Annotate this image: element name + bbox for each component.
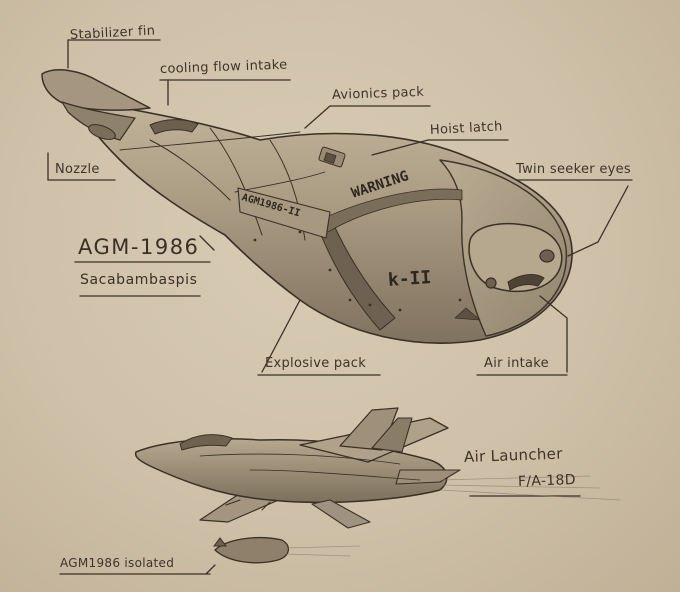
air-launcher-label: Air Launcher <box>463 444 563 466</box>
missile-drawing <box>41 69 573 344</box>
air-intake-slot <box>507 274 545 291</box>
seeker-eye <box>485 277 497 289</box>
hull-kanji-marking: k-II <box>387 267 432 291</box>
hull-band <box>315 211 396 331</box>
air-intake-label: Air intake <box>484 356 549 371</box>
nozzle <box>61 101 136 141</box>
isolated-missile-drawing <box>213 537 361 564</box>
explosive-pack-label: Explosive pack <box>265 356 367 371</box>
missile-name: Sacabambaspis <box>80 272 198 288</box>
nozzle-label: Nozzle <box>55 162 100 177</box>
avionics-pack-label: Avionics pack <box>331 84 425 103</box>
fa18d-drawing <box>134 407 621 529</box>
twin-seeker-eyes-label: Twin seeker eyes <box>516 162 631 177</box>
seeker-eye <box>539 249 555 263</box>
isolated-label: AGM1986 isolated <box>60 556 175 570</box>
missile-designation: AGM-1986 <box>78 235 200 259</box>
stabilizer-fin <box>41 69 151 111</box>
callout-lines <box>47 39 633 575</box>
aircraft-label: F/A-18D <box>517 471 577 490</box>
